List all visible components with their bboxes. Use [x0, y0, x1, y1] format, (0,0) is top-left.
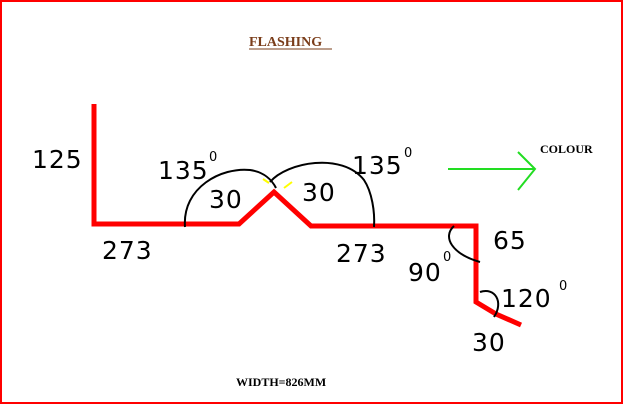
- ridge-highlight-right: [283, 181, 293, 189]
- right-corner-angle-arc: [448, 225, 481, 263]
- ridge-highlight-left: [262, 178, 270, 184]
- lower-corner-angle-arc: [479, 290, 500, 318]
- lower-corner-angle: 120: [501, 284, 552, 313]
- right-slope-length: 30: [302, 178, 336, 207]
- right-ridge-angle: 135: [352, 151, 403, 180]
- width-label: WIDTH=826MM: [236, 375, 326, 389]
- right-ridge-angle-arc: [269, 161, 376, 228]
- drop-length: 65: [493, 226, 527, 255]
- left-vertical-length: 125: [32, 145, 83, 174]
- right-ridge-degree: 0: [404, 146, 412, 161]
- colour-label: COLOUR: [540, 142, 593, 156]
- end-lip-length: 30: [472, 328, 506, 357]
- left-slope-length: 30: [209, 185, 243, 214]
- flashing-profile: [91, 104, 523, 328]
- right-corner-degree: 0: [443, 250, 451, 265]
- diagram-title: FLASHING: [249, 35, 322, 50]
- left-ridge-degree: 0: [209, 150, 217, 165]
- right-corner-angle: 90: [408, 258, 442, 287]
- left-ridge-angle: 135: [158, 156, 209, 185]
- colour-side-arrow-icon: [448, 151, 537, 191]
- left-ridge-angle-arc: [183, 168, 277, 228]
- right-bottom-length: 273: [336, 239, 387, 268]
- left-bottom-length: 273: [102, 236, 153, 265]
- lower-corner-degree: 0: [559, 279, 567, 294]
